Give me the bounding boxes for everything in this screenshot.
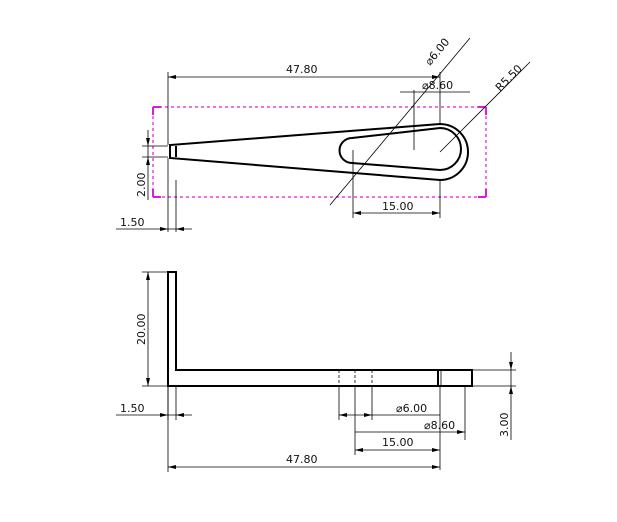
dim-end-radius: 5.50 [498,62,525,89]
selection-handles[interactable] [152,106,487,198]
dim-tip-width: 2.00 [135,173,148,198]
arrow [168,465,176,469]
arrow [509,362,513,370]
dim-overall-length: 47.80 [286,63,318,76]
arrow [432,465,440,469]
arrow [146,138,150,146]
dia-symbol: ⌀ [396,402,403,415]
dim-hole-offset: 15.00 [382,436,414,449]
dim-outer-dia: 8.60 [431,419,456,432]
arrow [432,211,440,215]
dim-hole-dia: 6.00 [403,402,428,415]
dim-offset: 1.50 [120,402,145,415]
arrow [146,272,150,280]
svg-text:⌀6.00: ⌀6.00 [422,36,452,68]
dim-hole-offset: 15.00 [382,200,414,213]
arrow [432,448,440,452]
dia-symbol: ⌀ [424,419,431,432]
slot-outline [338,126,462,172]
dim-offset: 1.50 [120,216,145,229]
selection-box[interactable] [152,106,487,198]
arm-outline [169,122,469,182]
dim-hole-dia: 6.00 [427,36,453,63]
dim-height: 20.00 [135,314,148,346]
arrow [160,413,168,417]
leader-dia-6 [329,37,471,206]
dim-outer-dia: 8.60 [429,79,454,92]
arrow [146,378,150,386]
arrow [176,227,184,231]
arrow [160,227,168,231]
arrow [457,430,465,434]
dim-thickness: 3.00 [498,413,511,438]
svg-text:⌀8.60: ⌀8.60 [424,419,455,432]
arrow [432,75,440,79]
l-profile-outline [167,271,473,387]
arrow [146,157,150,165]
leader-radius [439,61,531,153]
arrow [353,211,361,215]
arrow [355,448,363,452]
arrow [339,413,347,417]
svg-text:⌀6.00: ⌀6.00 [396,402,427,415]
arrow [176,413,184,417]
svg-text:⌀8.60: ⌀8.60 [422,79,453,92]
arrow [509,386,513,394]
arrow [168,75,176,79]
front-view: 20.00 1.50 ⌀6.00 ⌀8.60 15.00 [116,271,516,472]
svg-text:R5.50: R5.50 [493,62,525,94]
arrow [364,413,372,417]
top-view: 47.80 ⌀6.00 ⌀8.60 R5.50 15.00 2.00 [116,36,531,232]
dim-overall-length: 47.80 [286,453,318,466]
dia-symbol: ⌀ [422,79,429,92]
